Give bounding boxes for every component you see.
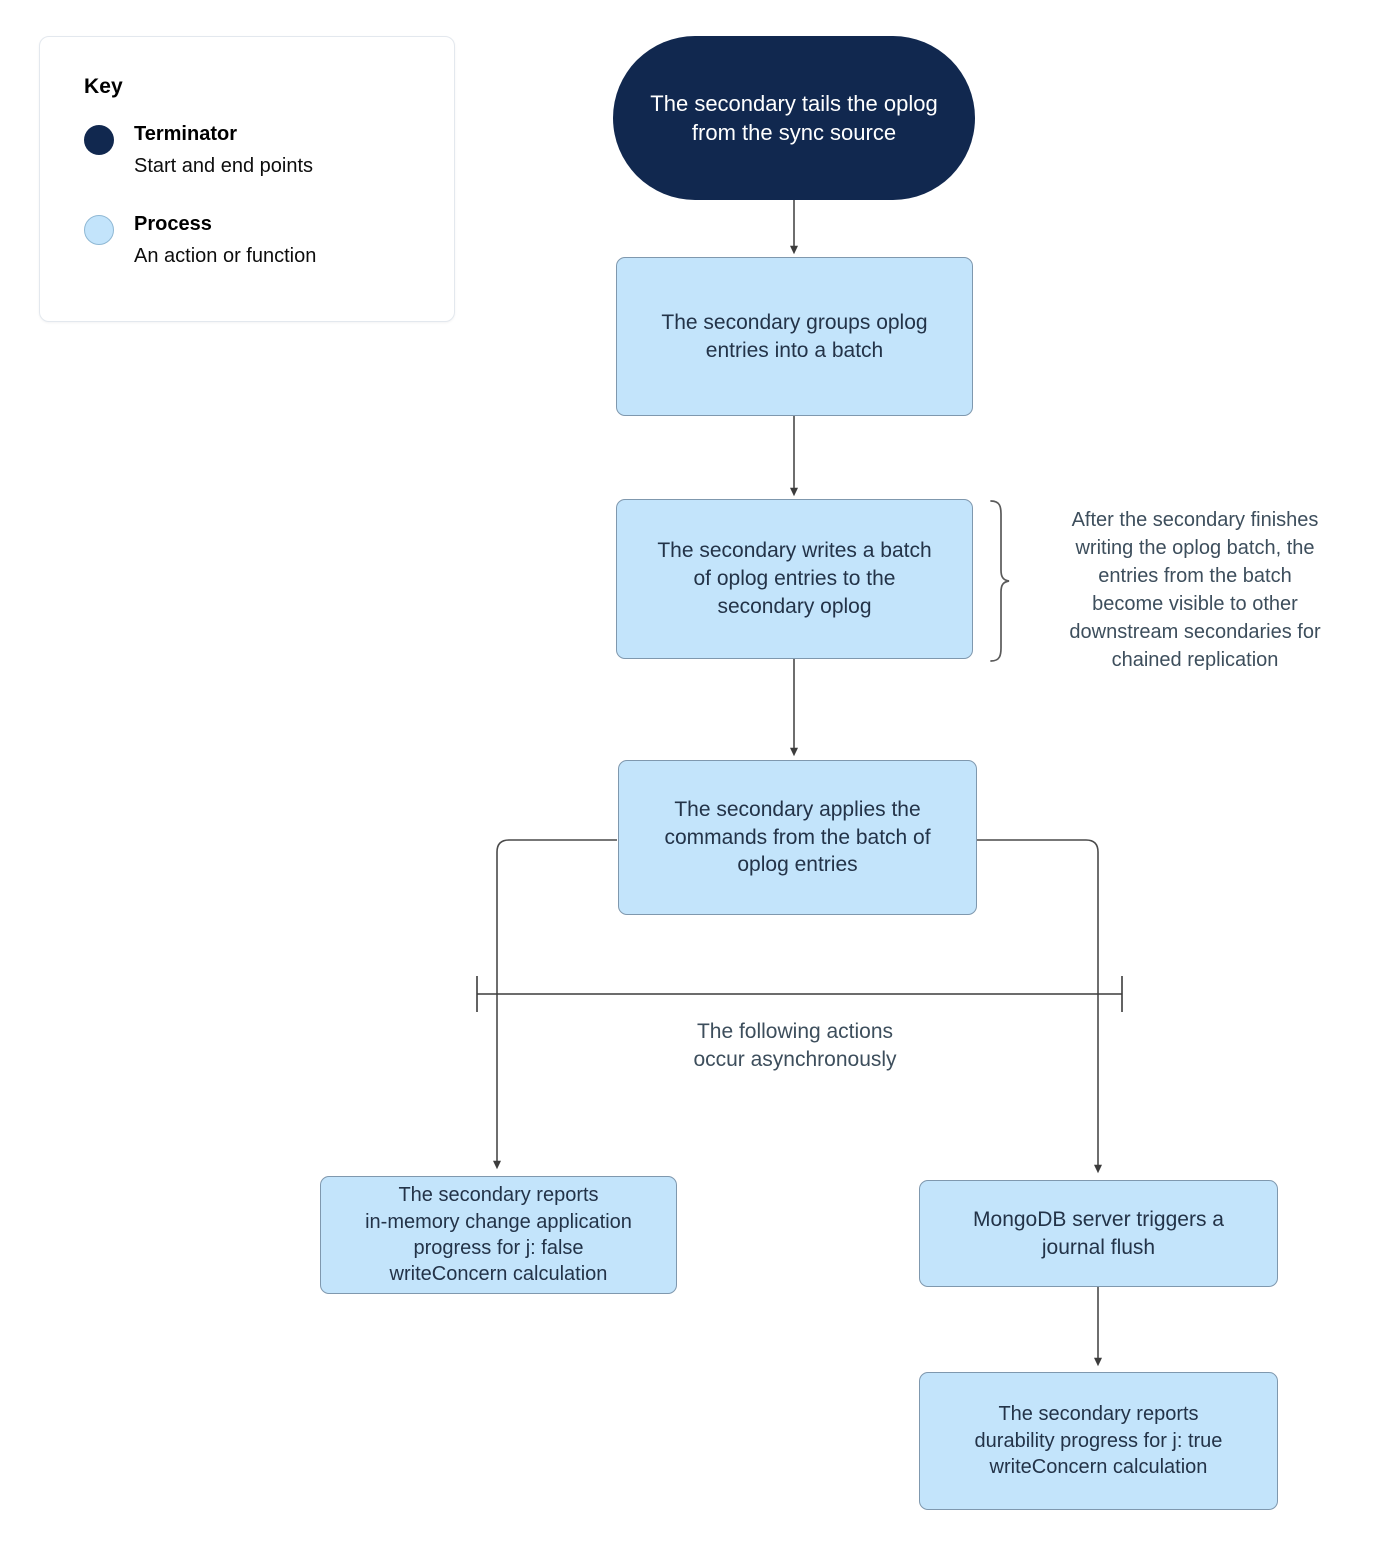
key-item-terminator: Terminator Start and end points <box>84 123 424 197</box>
curly-brace <box>990 500 1010 662</box>
key-item-terminator-label: Terminator <box>134 123 237 145</box>
node-write-oplog-batch-text: The secondary writes a batch of oplog en… <box>657 539 932 618</box>
node-report-inmemory-progress-text: The secondary reports in-memory change a… <box>365 1184 632 1286</box>
key-item-terminator-description: Start and end points <box>134 155 314 177</box>
node-write-oplog-batch[interactable]: The secondary writes a batch of oplog en… <box>616 499 973 659</box>
node-journal-flush-text: MongoDB server triggers a journal flush <box>973 1207 1224 1259</box>
key-heading: Key <box>84 75 123 98</box>
terminator-dot-icon <box>84 125 114 155</box>
key-item-process-description: An action or function <box>134 245 317 267</box>
connector-apply-to-journal-flush <box>977 839 1102 1174</box>
node-apply-commands-text: The secondary applies the commands from … <box>664 797 931 877</box>
node-group-oplog-entries-text: The secondary groups oplog entries into … <box>661 310 928 362</box>
node-group-oplog-entries[interactable]: The secondary groups oplog entries into … <box>616 257 973 416</box>
async-divider <box>476 976 1123 1012</box>
node-report-durability-progress[interactable]: The secondary reports durability progres… <box>919 1372 1278 1510</box>
async-actions-label: The following actions occur asynchronous… <box>693 1020 897 1072</box>
node-apply-commands[interactable]: The secondary applies the commands from … <box>618 760 977 915</box>
key-item-process-label: Process <box>134 213 212 235</box>
node-start-terminator-text: The secondary tails the oplog from the s… <box>650 90 938 145</box>
node-report-durability-progress-text: The secondary reports durability progres… <box>974 1403 1223 1479</box>
key-item-process: Process An action or function <box>84 213 424 287</box>
node-start-terminator[interactable]: The secondary tails the oplog from the s… <box>613 36 975 200</box>
node-report-inmemory-progress[interactable]: The secondary reports in-memory change a… <box>320 1176 677 1294</box>
node-journal-flush[interactable]: MongoDB server triggers a journal flush <box>919 1180 1278 1287</box>
key-legend-card: Key Terminator Start and end points Proc… <box>39 36 455 322</box>
connector-apply-to-report-inmemory <box>493 839 617 1170</box>
annotation-chained-replication: After the secondary finishes writing the… <box>1069 509 1321 671</box>
process-dot-icon <box>84 215 114 245</box>
